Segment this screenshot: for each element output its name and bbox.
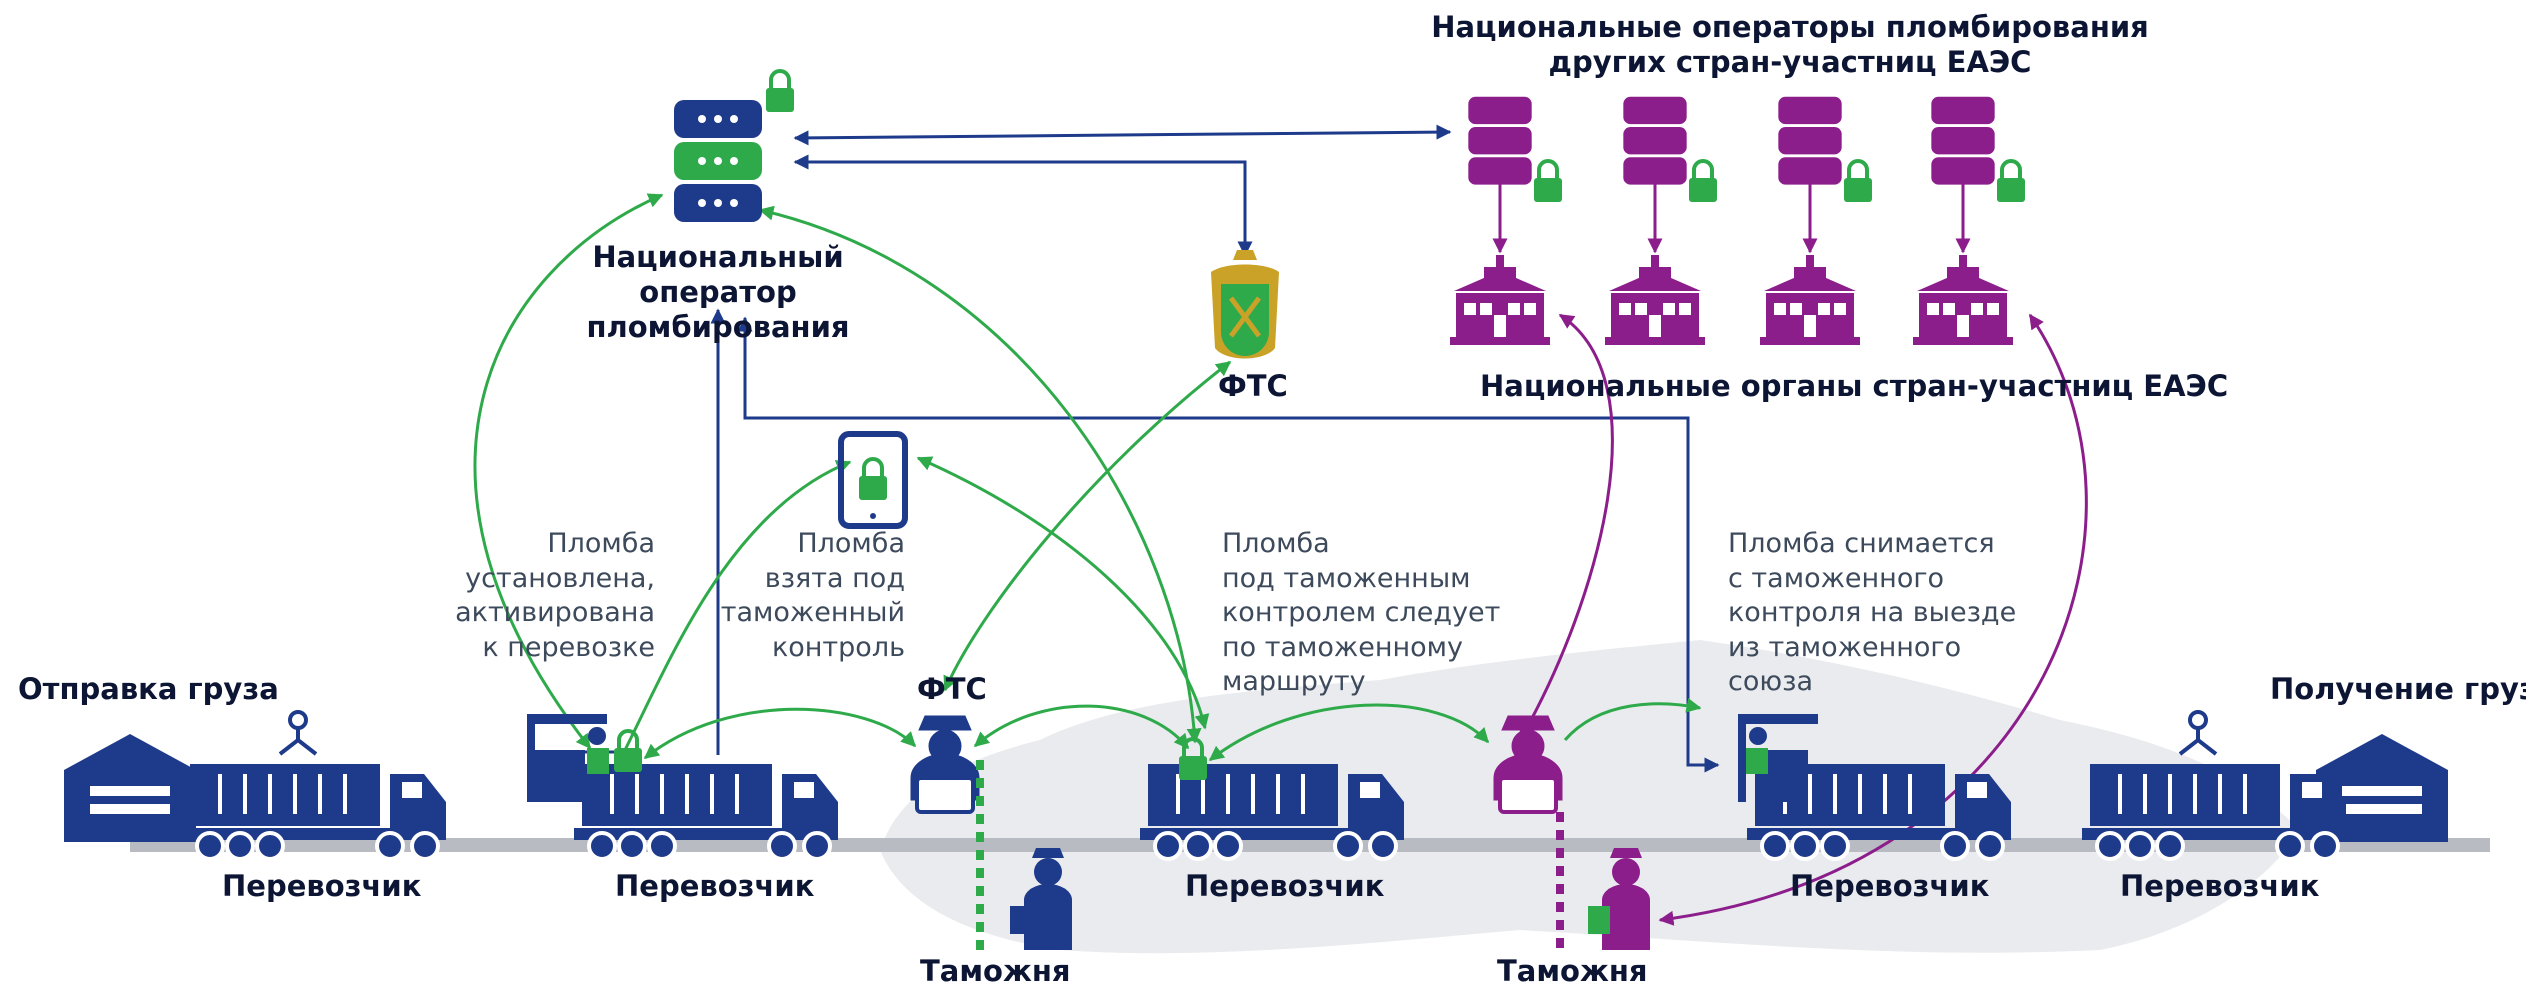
government-building-icon: [1913, 255, 2013, 345]
padlock-icon: [612, 729, 644, 774]
carrier-label: Перевозчик: [1790, 869, 1990, 903]
carrier-label: Перевозчик: [2120, 869, 2320, 903]
government-building-icon: [1760, 255, 1860, 345]
customs-officer-icon: [909, 714, 981, 814]
national-operator-title: Национальный оператор пломбирования: [586, 240, 850, 344]
foreign-operator-server-icon: [1778, 96, 1842, 185]
customs-label: Таможня: [1497, 954, 1648, 988]
fts-label: ФТС: [917, 672, 987, 706]
fts-title: ФТС: [1218, 369, 1288, 403]
tablet-icon: [838, 431, 908, 529]
crane-icon: [278, 710, 318, 756]
padlock-icon: [1532, 159, 1564, 204]
carrier-label: Перевозчик: [1185, 869, 1385, 903]
carrier-label: Перевозчик: [615, 869, 815, 903]
customs-post-icon: [1010, 848, 1072, 950]
customs-post-icon: [1588, 848, 1650, 950]
padlock-icon: [857, 457, 889, 502]
foreign-operator-server-icon: [1623, 96, 1687, 185]
fts-emblem-icon: [1211, 250, 1279, 359]
seal-installed-note: Пломба установлена, активирована к перев…: [455, 528, 655, 663]
connectors: [473, 124, 2088, 926]
foreign-authorities-title: Национальные органы стран-участниц ЕАЭС: [1480, 369, 2229, 403]
government-building-icon: [1605, 255, 1705, 345]
foreign-operator-server-icon: [1468, 96, 1532, 185]
seal-gantry-icon: [527, 714, 609, 802]
customs-officer-icon: [1492, 714, 1564, 814]
padlock-icon: [764, 69, 796, 114]
unseal-gantry-icon: [1738, 714, 1818, 802]
warehouse-icon: [2316, 734, 2448, 842]
seal-removed-note: Пломба снимается с таможенного контроля …: [1728, 528, 2017, 698]
foreign-operator-server-icon: [1931, 96, 1995, 185]
seal-taken-note: Пломба взята под таможенный контроль: [720, 528, 905, 663]
seal-route-note: Пломба под таможенным контролем следует …: [1222, 528, 1501, 698]
carrier-label: Перевозчик: [222, 869, 422, 903]
padlock-icon: [1995, 159, 2027, 204]
shipment-label: Отправка груза: [18, 672, 279, 706]
foreign-operators-title: Национальные операторы пломбирования дру…: [1431, 10, 2149, 79]
government-building-icon: [1450, 255, 1550, 345]
receipt-label: Получение груза: [2270, 672, 2526, 706]
national-operator-server-icon: [674, 100, 762, 222]
warehouse-icon: [64, 734, 196, 842]
crane-icon: [2178, 710, 2218, 756]
padlock-icon: [1687, 159, 1719, 204]
padlock-icon: [1842, 159, 1874, 204]
customs-label: Таможня: [920, 954, 1071, 988]
